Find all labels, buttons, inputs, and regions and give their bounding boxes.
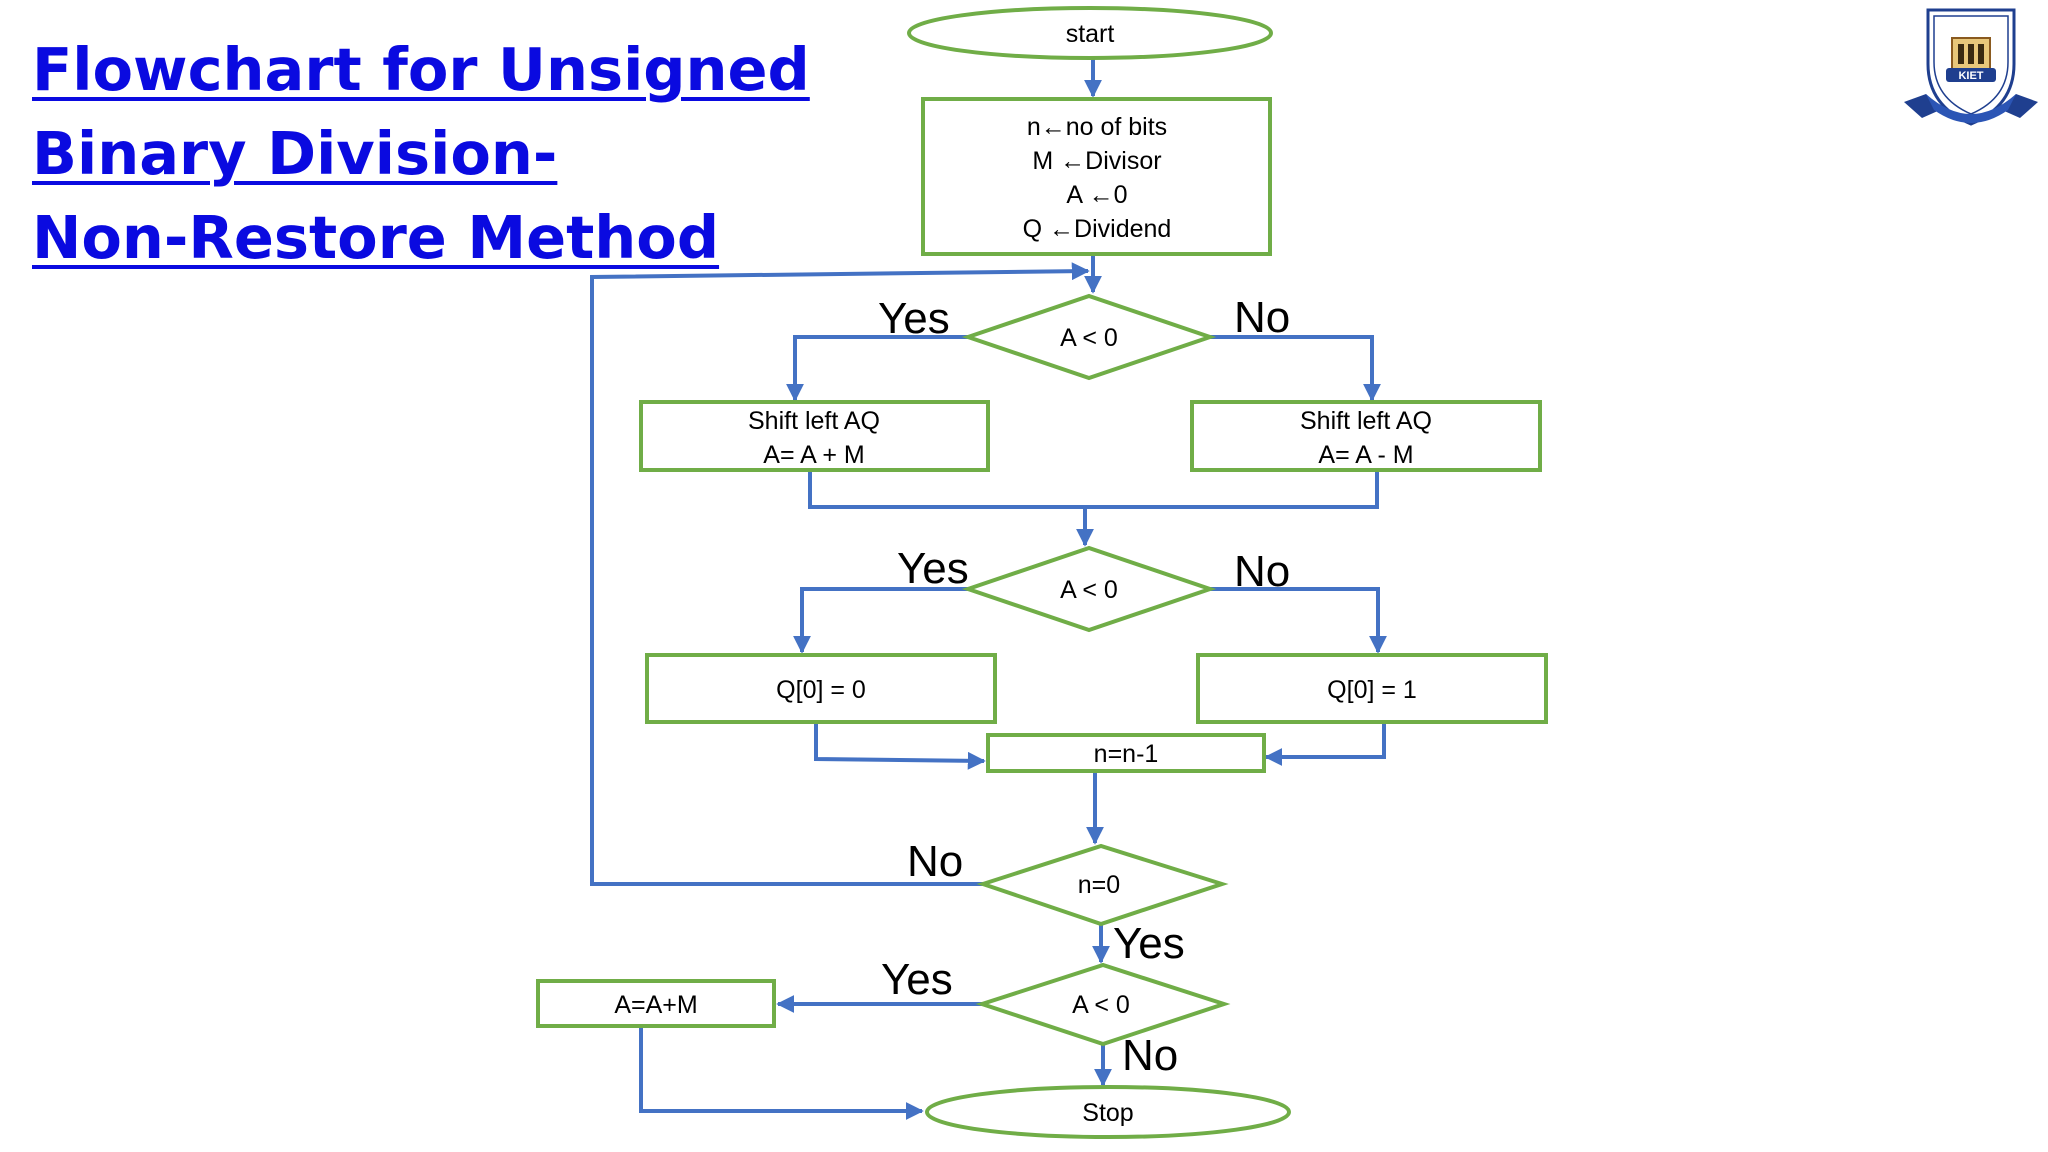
- arrow-q1-to-decrement: [1264, 722, 1386, 766]
- merge-shift-boxes: [808, 470, 1379, 509]
- logo-text: KIET: [1958, 70, 1983, 82]
- title-line-1: Flowchart for Unsigned: [32, 35, 810, 104]
- dec2-no-label: No: [1234, 547, 1290, 596]
- start-terminal: [907, 6, 1273, 60]
- arrow-loop-back: [590, 262, 1090, 886]
- slide-title: Flowchart for Unsigned Binary Division- …: [32, 28, 810, 280]
- q0-zero-box: [645, 653, 997, 724]
- arrow-dec1-yes: [786, 335, 968, 402]
- decision-n-equals-0: [976, 843, 1229, 927]
- q0-one-box: [1196, 653, 1548, 724]
- title-line-3: Non-Restore Method: [32, 203, 720, 272]
- dec2-yes-label: Yes: [897, 544, 969, 593]
- stop-label: Stop: [1082, 1099, 1133, 1127]
- arrow-q0-to-decrement: [814, 722, 986, 770]
- restore-label: A=A+M: [614, 991, 697, 1019]
- shift-sub-line2: A= A - M: [1318, 441, 1413, 469]
- decision-3-label: A < 0: [1072, 991, 1130, 1019]
- n0-yes-label: Yes: [1113, 919, 1185, 968]
- restore-box: [536, 979, 776, 1028]
- init-q-label: Q ←Dividend: [1023, 215, 1172, 243]
- dec1-no-label: No: [1234, 293, 1290, 342]
- decision-n-label: n=0: [1078, 871, 1120, 899]
- arrow-restore-to-stop: [639, 1026, 924, 1120]
- arrow-dec2-yes: [793, 587, 968, 654]
- loop-no-label: No: [907, 837, 963, 886]
- shift-sub-box: [1190, 400, 1542, 472]
- decision-1-label: A < 0: [1060, 324, 1118, 352]
- kiet-logo: KIET: [1904, 8, 2038, 126]
- shift-add-line1: Shift left AQ: [748, 407, 880, 435]
- q0-zero-label: Q[0] = 0: [776, 676, 866, 704]
- start-label: start: [1066, 20, 1115, 48]
- dec3-yes-label: Yes: [881, 955, 953, 1004]
- title-line-2: Binary Division-: [32, 119, 558, 188]
- decision-2-label: A < 0: [1060, 576, 1118, 604]
- stop-terminal: [925, 1085, 1291, 1139]
- connectors: [590, 58, 1387, 1120]
- q0-one-label: Q[0] = 1: [1327, 676, 1417, 704]
- dec3-no-label: No: [1122, 1031, 1178, 1080]
- init-box: [921, 97, 1272, 256]
- shift-add-line2: A= A + M: [763, 441, 864, 469]
- decrement-box: [986, 733, 1266, 773]
- arrow-dec1-no: [1210, 335, 1381, 402]
- decrement-label: n=n-1: [1094, 740, 1159, 768]
- init-m-label: M ←Divisor: [1032, 147, 1161, 175]
- arrow-dec2-no: [1210, 587, 1387, 654]
- shift-sub-line1: Shift left AQ: [1300, 407, 1432, 435]
- dec1-yes-label: Yes: [878, 294, 950, 343]
- shift-add-box: [639, 400, 990, 472]
- decision-a-less-0-final: [975, 962, 1231, 1047]
- decision-a-less-0-first: [961, 293, 1217, 381]
- init-n-label: n←no of bits: [1027, 113, 1167, 141]
- decision-a-less-0-second: [961, 545, 1217, 633]
- init-a-label: A ←0: [1066, 181, 1127, 209]
